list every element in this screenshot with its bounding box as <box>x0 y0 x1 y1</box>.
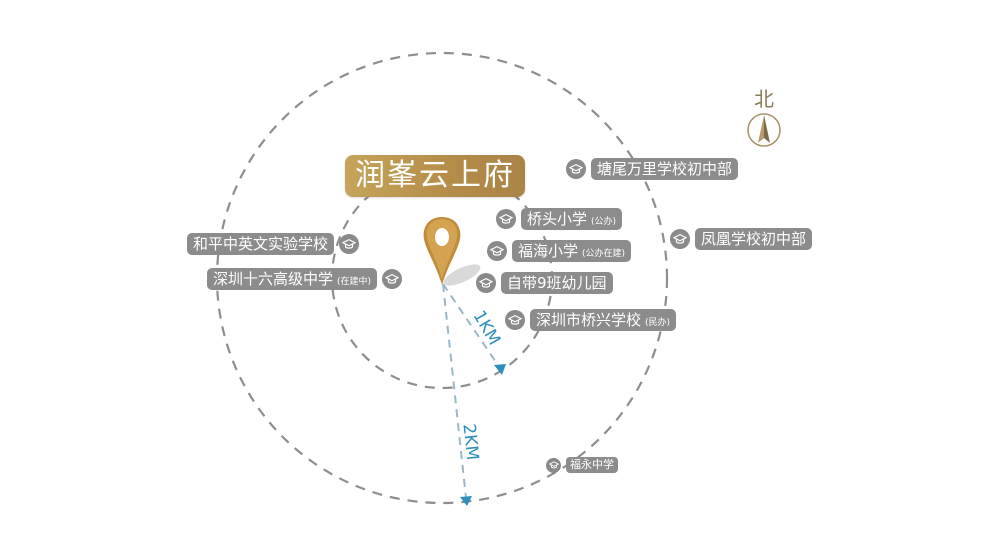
school-heping[interactable]: 和平中英文实验学校 <box>187 233 360 255</box>
arrow-2km-icon <box>460 496 472 506</box>
school-shenzhen-16th-high[interactable]: 深圳十六高级中学(在建中) <box>207 268 403 290</box>
school-label: 塘尾万里学校初中部 <box>591 158 739 180</box>
school-qiaoxing[interactable]: 深圳市桥兴学校(民办) <box>505 309 677 331</box>
school-fuhai-primary[interactable]: 福海小学(公办在建) <box>487 240 632 262</box>
graduation-cap-icon <box>382 269 403 289</box>
graduation-cap-icon <box>670 229 690 249</box>
school-label: 深圳市桥兴学校(民办) <box>530 309 677 331</box>
school-tangwei-wanli[interactable]: 塘尾万里学校初中部 <box>566 158 739 180</box>
arrow-1km-icon <box>494 364 506 375</box>
graduation-cap-icon <box>476 273 496 293</box>
graduation-cap-icon <box>505 310 525 330</box>
school-label: 桥头小学(公办) <box>521 208 623 230</box>
north-arrow-icon <box>747 113 781 147</box>
school-label: 福永中学 <box>566 457 618 473</box>
school-label: 深圳十六高级中学(在建中) <box>207 268 378 290</box>
graduation-cap-icon <box>566 159 586 179</box>
radius-line-2km <box>442 283 467 499</box>
graduation-cap-icon <box>496 209 516 229</box>
graduation-cap-icon <box>546 457 561 473</box>
school-label: 自带9班幼儿园 <box>501 272 613 294</box>
school-qiaotou-primary[interactable]: 桥头小学(公办) <box>496 208 623 230</box>
graduation-cap-icon <box>487 241 507 261</box>
distance-label-2km: 2KM <box>458 422 483 462</box>
radius-line-1km <box>442 283 501 369</box>
north-compass: 北 <box>746 88 782 154</box>
project-title: 润峯云上府 <box>345 155 525 197</box>
school-fuyong-middle[interactable]: 福永中学 <box>546 457 618 473</box>
school-label: 和平中英文实验学校 <box>187 233 335 255</box>
school-label: 凤凰学校初中部 <box>695 228 813 250</box>
school-fenghuang[interactable]: 凤凰学校初中部 <box>670 228 813 250</box>
graduation-cap-icon <box>339 234 360 254</box>
school-kindergarten[interactable]: 自带9班幼儿园 <box>476 272 613 294</box>
school-label: 福海小学(公办在建) <box>512 240 632 262</box>
north-label: 北 <box>754 87 774 111</box>
location-pin-icon <box>420 215 490 294</box>
